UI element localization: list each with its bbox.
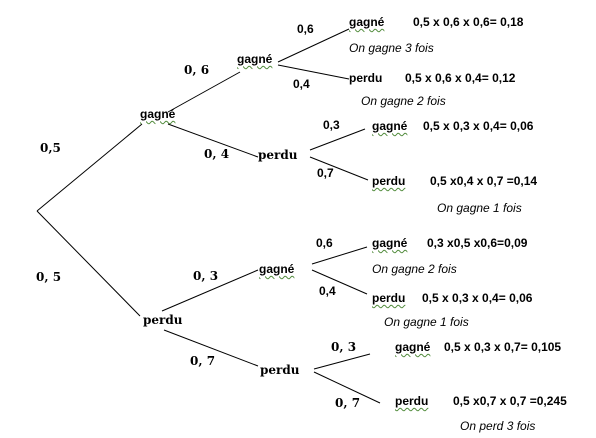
node-lll: perdu bbox=[395, 394, 429, 408]
edge-lose-ll bbox=[163, 329, 259, 367]
calc-lwl: 0,5 x 0,3 x 0,4= 0,06 bbox=[422, 291, 533, 305]
edge-lose-lw bbox=[161, 269, 259, 312]
node-wll: perdu bbox=[372, 174, 406, 188]
edge-ww-wwl bbox=[277, 64, 350, 80]
node-wlw: gagné bbox=[372, 119, 408, 133]
node-ww: gagné bbox=[237, 52, 273, 66]
node-lose: perdu bbox=[143, 313, 183, 327]
node-lw: gagné bbox=[259, 262, 295, 276]
node-wl: perdu bbox=[258, 148, 298, 162]
prob-lww: 0,6 bbox=[316, 236, 333, 250]
calc-llw: 0,5 x 0,3 x 0,7= 0,105 bbox=[444, 340, 562, 354]
node-ll: perdu bbox=[260, 363, 300, 377]
calc-wwl: 0,5 x 0,6 x 0,4= 0,12 bbox=[405, 71, 516, 85]
prob-wl: 0, 4 bbox=[204, 147, 230, 161]
prob-wwl: 0,4 bbox=[293, 77, 310, 91]
node-lww: gagné bbox=[372, 236, 408, 250]
note-www: On gagne 3 fois bbox=[349, 41, 434, 55]
edge-wl-wlw bbox=[309, 128, 366, 151]
edge-root-lose bbox=[36, 210, 141, 317]
edge-lw-lww bbox=[311, 246, 368, 265]
edge-ll-llw bbox=[313, 353, 371, 370]
node-lwl: perdu bbox=[372, 291, 406, 305]
prob-ww: 0, 6 bbox=[184, 63, 210, 77]
prob-wll: 0,7 bbox=[317, 166, 334, 180]
prob-www: 0,6 bbox=[297, 22, 314, 36]
note-wwl: On gagne 2 fois bbox=[361, 94, 446, 108]
prob-lll: 0, 7 bbox=[335, 396, 361, 410]
prob-ll: 0, 7 bbox=[190, 354, 216, 368]
node-win: gagné bbox=[140, 107, 176, 121]
note-lww: On gagne 2 fois bbox=[372, 262, 457, 276]
node-llw: gagné bbox=[395, 340, 431, 354]
note-wll: On gagne 1 fois bbox=[437, 201, 522, 215]
edge-win-ww bbox=[167, 71, 241, 113]
calc-wll: 0,5 x0,4 x 0,7 =0,14 bbox=[430, 174, 538, 188]
edge-ww-www bbox=[277, 28, 350, 63]
edge-ll-lll bbox=[313, 371, 381, 404]
note-lwl: On gagne 1 fois bbox=[384, 315, 469, 329]
prob-root-win: 0,5 bbox=[40, 141, 61, 155]
edge-wl-wll bbox=[309, 156, 369, 181]
calc-lll: 0,5 x0,7 x 0,7 =0,245 bbox=[453, 394, 567, 408]
edge-lw-lwl bbox=[311, 269, 368, 295]
prob-lwl: 0,4 bbox=[319, 284, 336, 298]
note-lll: On perd 3 fois bbox=[460, 419, 536, 433]
node-www: gagné bbox=[349, 15, 385, 29]
calc-lww: 0,3 x0,5 x0,6=0,09 bbox=[427, 236, 528, 250]
prob-llw: 0, 3 bbox=[331, 340, 357, 354]
prob-lw: 0, 3 bbox=[193, 269, 219, 283]
calc-wlw: 0,5 x 0,3 x 0,4= 0,06 bbox=[423, 119, 534, 133]
prob-root-lose: 0, 5 bbox=[36, 270, 62, 284]
prob-wlw: 0,3 bbox=[323, 118, 340, 132]
edge-win-wl bbox=[167, 123, 259, 158]
node-wwl: perdu bbox=[349, 71, 383, 85]
calc-www: 0,5 x 0,6 x 0,6= 0,18 bbox=[413, 15, 524, 29]
edge-root-win bbox=[36, 123, 143, 212]
